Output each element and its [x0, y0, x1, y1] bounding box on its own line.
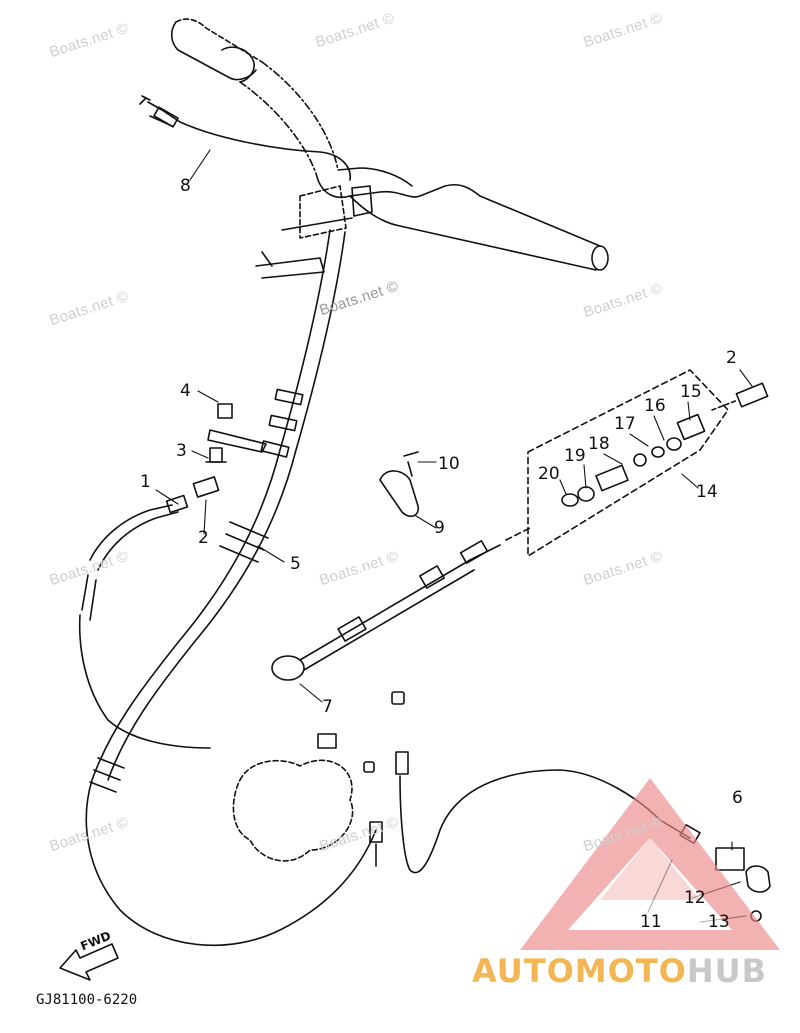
- callout-2: 2: [726, 348, 737, 368]
- callout-20: 20: [538, 464, 560, 484]
- logo-text-primary: AUTOMOTO: [472, 952, 687, 990]
- handlebar-grip-left: [170, 18, 263, 83]
- cable-end-assembly: [78, 403, 267, 749]
- callout-12: 12: [684, 888, 706, 908]
- cable-clamp: [379, 451, 420, 518]
- callout-1: 1: [140, 472, 151, 492]
- fwd-arrow: [59, 943, 119, 981]
- engine-fittings: [232, 691, 701, 874]
- callout-3: 3: [176, 441, 187, 461]
- steering-cable: [85, 229, 377, 947]
- callout-8: 8: [180, 176, 191, 196]
- throttle-cable: [139, 95, 351, 181]
- callout-4: 4: [180, 381, 191, 401]
- handlebar: [239, 61, 609, 271]
- callout-18: 18: [588, 434, 610, 454]
- logo-text-secondary: HUB: [686, 952, 768, 990]
- callout-17: 17: [614, 414, 636, 434]
- callout-2: 2: [198, 528, 209, 548]
- callout-19: 19: [564, 446, 586, 466]
- callout-11: 11: [640, 912, 662, 932]
- logo-text: AUTOMOTOHUB: [472, 952, 767, 990]
- callout-13: 13: [708, 912, 730, 932]
- callout-15: 15: [680, 382, 702, 402]
- callout-10: 10: [438, 454, 460, 474]
- callout-16: 16: [644, 396, 666, 416]
- callout-6: 6: [732, 788, 743, 808]
- callout-14: 14: [696, 482, 718, 502]
- callout-5: 5: [290, 554, 301, 574]
- part-code: GJ81100-6220: [36, 992, 138, 1008]
- callout-9: 9: [434, 518, 445, 538]
- logo-triangle: [520, 778, 780, 950]
- callout-7: 7: [322, 697, 333, 717]
- inner-cable: [271, 527, 531, 681]
- parts-kit-box: [527, 369, 769, 557]
